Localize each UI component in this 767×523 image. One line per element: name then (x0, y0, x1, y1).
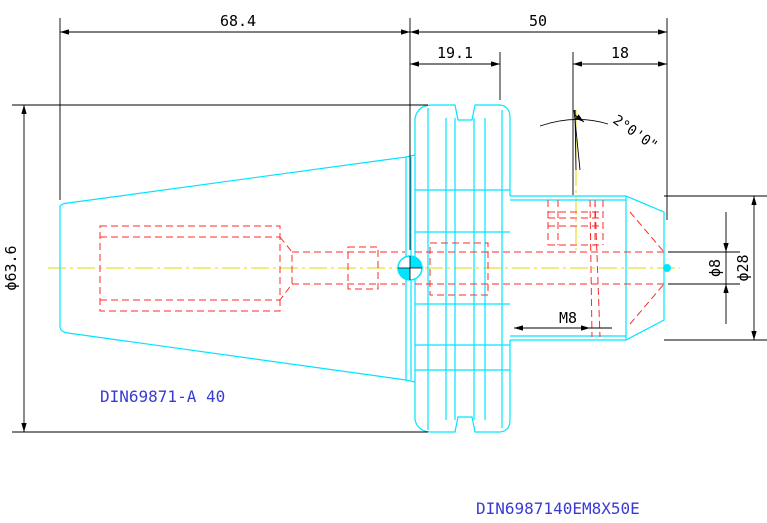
dim-thread-m8: M8 (559, 309, 577, 327)
dim-18: 18 (611, 44, 629, 62)
standard-label: DIN69871-A 40 (100, 387, 225, 406)
dim-dia-63-6: ϕ63.6 (2, 245, 20, 290)
dim-50: 50 (529, 12, 547, 30)
part-code-label: DIN6987140EM8X50E (476, 499, 640, 518)
dim-dia-28: ϕ28 (734, 254, 752, 281)
hidden-features (99, 199, 665, 338)
dim-dia-8: ϕ8 (706, 259, 724, 277)
center-mark-icon (397, 255, 671, 281)
dim-19-1: 19.1 (437, 44, 473, 62)
holder-outline (59, 104, 665, 433)
dim-angle: 2°0'0" (610, 112, 661, 154)
dimension-lines (12, 18, 767, 433)
centerline (48, 110, 680, 269)
dim-68-4: 68.4 (220, 12, 256, 30)
